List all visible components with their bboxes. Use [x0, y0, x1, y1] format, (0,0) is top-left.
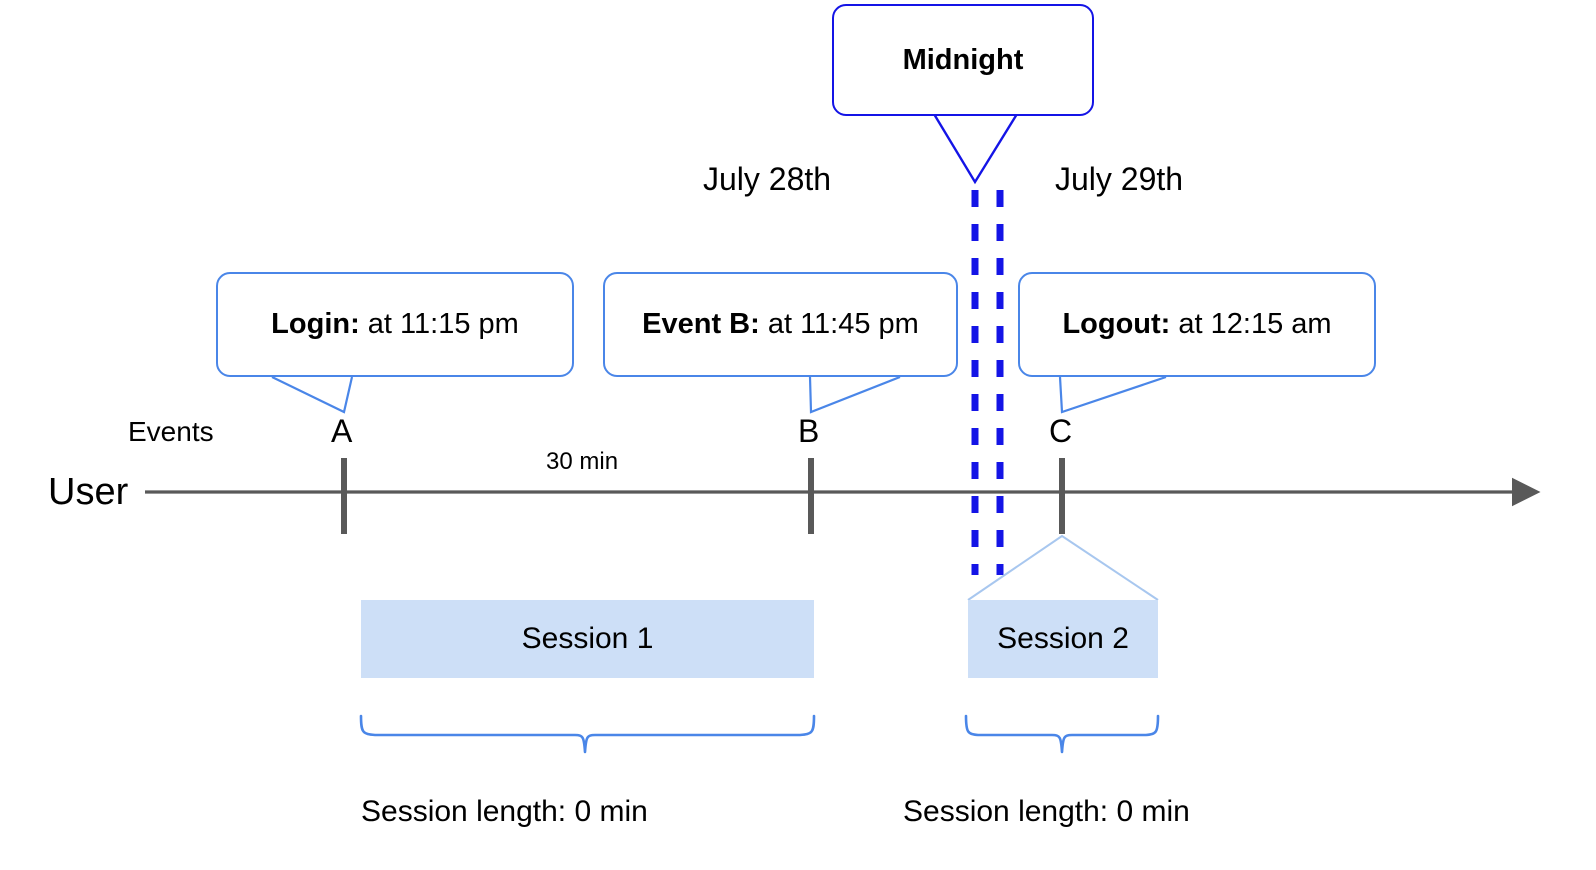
- session-length-label-1: Session length: 0 min: [361, 795, 648, 828]
- session2-brace: [964, 714, 1160, 754]
- date-label-left: July 28th: [703, 161, 832, 197]
- session-box-1[interactable]: Session 1: [361, 600, 814, 678]
- callout-tail-midnight: [932, 113, 1019, 185]
- callout-logout-text: Logout: at 12:15 am: [1062, 308, 1331, 341]
- callout-event-b-text: Event B: at 11:45 pm: [642, 308, 919, 341]
- date-label-right: July 29th: [1055, 161, 1184, 197]
- callout-logout[interactable]: Logout: at 12:15 am: [1018, 272, 1376, 377]
- callout-login-text: Login: at 11:15 pm: [271, 308, 519, 341]
- event-point-label-a: A: [331, 413, 353, 449]
- callout-tail-logout: [1058, 375, 1167, 414]
- session-box-2-label: Session 2: [997, 622, 1129, 655]
- gap-duration-label: 30 min: [546, 448, 619, 475]
- user-row-label: User: [48, 471, 129, 513]
- callout-tail-event-b: [808, 375, 901, 414]
- callout-event-b[interactable]: Event B: at 11:45 pm: [603, 272, 958, 377]
- callout-midnight[interactable]: Midnight: [832, 4, 1094, 116]
- events-row-label: Events: [128, 416, 214, 447]
- event-point-label-c: C: [1049, 413, 1073, 449]
- session-box-2[interactable]: Session 2: [968, 600, 1158, 678]
- callout-tail-login: [271, 376, 354, 414]
- session2-leader-lines: [967, 534, 1159, 601]
- callout-midnight-label: Midnight: [902, 43, 1024, 76]
- callout-logout-bold: Logout:: [1062, 308, 1171, 340]
- callout-event-b-rest: at 11:45 pm: [759, 308, 919, 340]
- event-point-label-b: B: [798, 413, 820, 449]
- session-box-1-label: Session 1: [521, 622, 654, 655]
- session-length-label-2: Session length: 0 min: [903, 795, 1190, 828]
- callout-event-b-bold: Event B:: [642, 308, 760, 340]
- callout-logout-rest: at 12:15 am: [1170, 308, 1332, 340]
- callout-login-rest: at 11:15 pm: [359, 308, 519, 340]
- callout-login-bold: Login:: [271, 308, 360, 340]
- session1-brace: [359, 714, 816, 754]
- callout-login[interactable]: Login: at 11:15 pm: [216, 272, 574, 377]
